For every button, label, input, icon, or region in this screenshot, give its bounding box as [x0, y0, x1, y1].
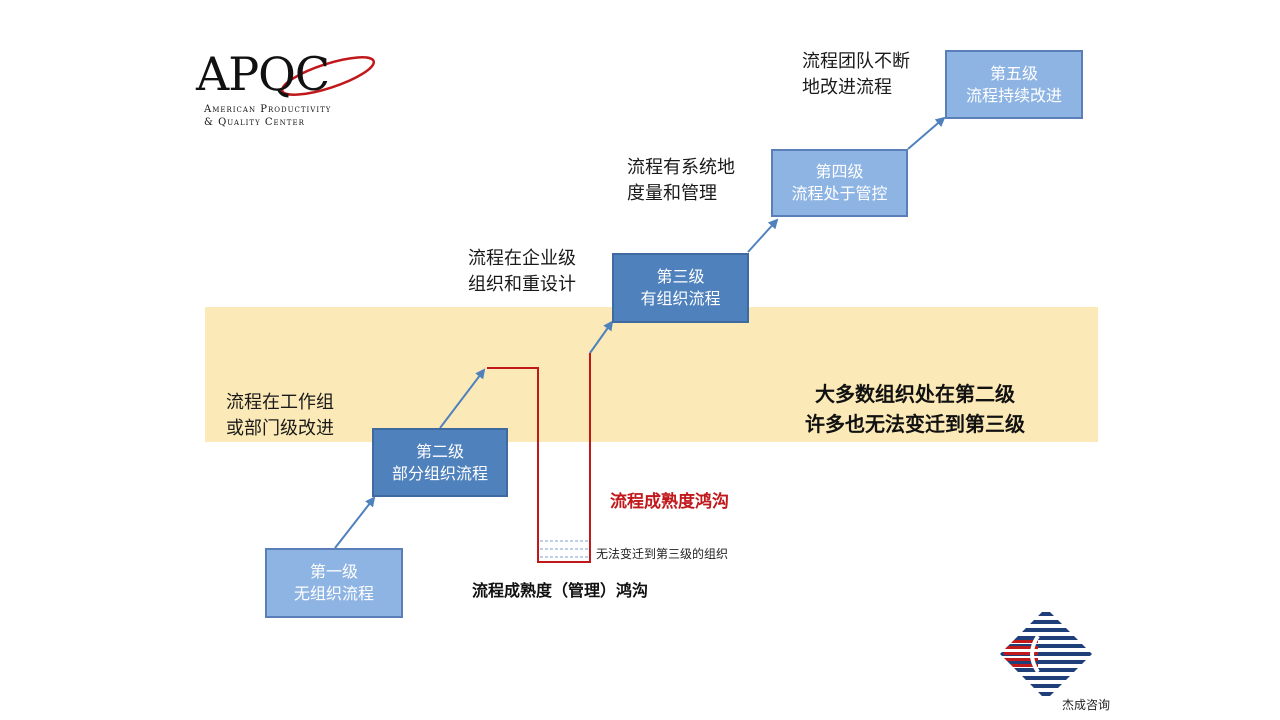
note-level-3-line1: 流程在企业级	[468, 248, 576, 269]
level-1-desc: 无组织流程	[293, 584, 374, 603]
level-2-title: 第二级	[415, 441, 464, 461]
level-4-desc: 流程处于管控	[791, 184, 888, 203]
level-3-title: 第三级	[656, 267, 705, 286]
arrow-level2-to-gap	[439, 368, 486, 429]
apqc-logo: APQC American Productivity & Quality Cen…	[196, 46, 386, 136]
apqc-subtitle: American Productivity & Quality Center	[204, 103, 331, 129]
note-level-4-line1: 流程有系统地	[627, 157, 735, 178]
note-level-3-line2: 组织和重设计	[468, 274, 576, 295]
band-message-line1: 大多数组织处在第二级	[815, 382, 1015, 406]
band-message: 大多数组织处在第二级 许多也无法变迁到第三级	[765, 379, 1065, 439]
chasm-stuck-note: 无法变迁到第三级的组织	[596, 547, 729, 561]
note-level-3: 流程在企业级 组织和重设计	[468, 246, 576, 298]
chasm-label: 流程成熟度鸿沟	[610, 492, 729, 512]
level-2-box: 第二级 部分组织流程	[372, 428, 508, 497]
note-level-5-line2: 地改进流程	[802, 77, 892, 98]
note-level-4-line2: 度量和管理	[627, 183, 717, 204]
jiecheng-brand-name: 杰成咨询	[1062, 698, 1111, 712]
apqc-subtitle-line1: American Productivity	[204, 104, 332, 115]
level-2-desc: 部分组织流程	[391, 463, 488, 483]
apqc-subtitle-line2: & Quality Center	[204, 117, 305, 128]
jiecheng-logo-icon	[1000, 608, 1092, 700]
level-1-title: 第一级	[309, 562, 358, 581]
arrow-level4-to-level5	[907, 116, 946, 150]
chasm-caption: 流程成熟度（管理）鸿沟	[472, 581, 649, 600]
arrow-gap-to-level3	[589, 320, 614, 354]
arrow-level3-to-level4	[747, 218, 779, 253]
level-3-box: 第三级 有组织流程	[612, 253, 749, 323]
note-level-2: 流程在工作组 或部门级改进	[226, 390, 334, 442]
note-level-5-line1: 流程团队不断	[802, 51, 910, 72]
level-3-desc: 有组织流程	[640, 289, 721, 308]
apqc-swoosh-icon	[280, 56, 376, 96]
note-level-2-line1: 流程在工作组	[226, 392, 334, 413]
apqc-wordmark: APQC	[196, 47, 330, 101]
level-5-box: 第五级 流程持续改进	[945, 50, 1083, 119]
level-4-box: 第四级 流程处于管控	[771, 149, 908, 217]
level-4-title: 第四级	[815, 162, 864, 181]
band-message-line2: 许多也无法变迁到第三级	[805, 412, 1025, 436]
arrow-level1-to-level2	[334, 496, 376, 549]
chasm-outline	[487, 353, 591, 563]
level-1-box: 第一级 无组织流程	[265, 548, 403, 618]
note-level-4: 流程有系统地 度量和管理	[627, 155, 735, 207]
note-level-5: 流程团队不断 地改进流程	[802, 49, 910, 101]
level-two-band	[205, 307, 1098, 442]
note-level-2-line2: 或部门级改进	[226, 418, 334, 439]
level-5-desc: 流程持续改进	[965, 85, 1062, 105]
level-5-title: 第五级	[989, 63, 1038, 83]
